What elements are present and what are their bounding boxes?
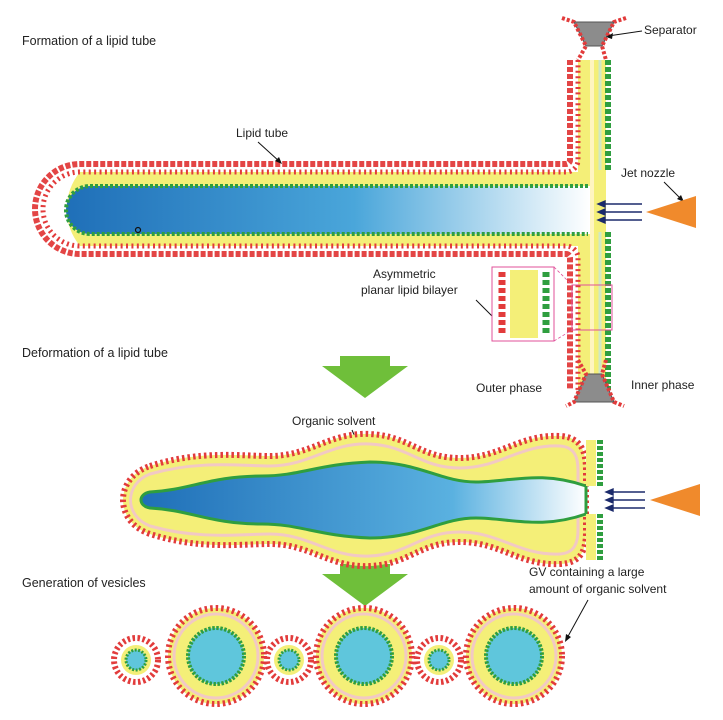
- label-jet-nozzle: Jet nozzle: [621, 166, 675, 180]
- label-asymmetric-1: Asymmetric: [373, 267, 436, 281]
- label-organic-solvent: Organic solvent: [292, 414, 376, 428]
- label-separator: Separator: [644, 23, 697, 37]
- label-outer-phase: Outer phase: [476, 381, 542, 395]
- vesicle-large-3: [463, 605, 565, 707]
- deformed-lumen: [139, 460, 588, 540]
- label-inner-phase: Inner phase: [631, 378, 695, 392]
- section-title-deformation: Deformation of a lipid tube: [22, 346, 168, 360]
- tube-lumen: [66, 186, 590, 234]
- section-title-formation: Formation of a lipid tube: [22, 34, 156, 48]
- vesicle-large-2: [313, 605, 415, 707]
- vesicle-large-1: [165, 605, 267, 707]
- bilayer-callout-box: [491, 266, 613, 342]
- flow-arrows-middle: [604, 487, 645, 513]
- lipid-tube-top: [32, 60, 611, 390]
- jet-nozzle-top: [646, 196, 696, 228]
- section-title-generation: Generation of vesicles: [22, 576, 146, 590]
- jet-nozzle-middle: [650, 484, 700, 516]
- vesicle-small-1: [111, 635, 161, 685]
- label-gv-2: amount of organic solvent: [529, 582, 667, 596]
- down-arrow-1: [322, 356, 408, 398]
- flow-arrows-top: [596, 199, 642, 225]
- label-gv-1: GV containing a large: [529, 565, 645, 579]
- tube-outer-leaflet: [40, 60, 581, 390]
- label-lipid-tube: Lipid tube: [236, 126, 288, 140]
- vesicle-small-3: [414, 635, 464, 685]
- lipid-tube-deformed: [120, 430, 603, 570]
- down-arrow-2: [322, 564, 408, 606]
- vesicle-small-2: [264, 635, 314, 685]
- label-asymmetric-2: planar lipid bilayer: [361, 283, 458, 297]
- vesicle-row: [111, 605, 565, 707]
